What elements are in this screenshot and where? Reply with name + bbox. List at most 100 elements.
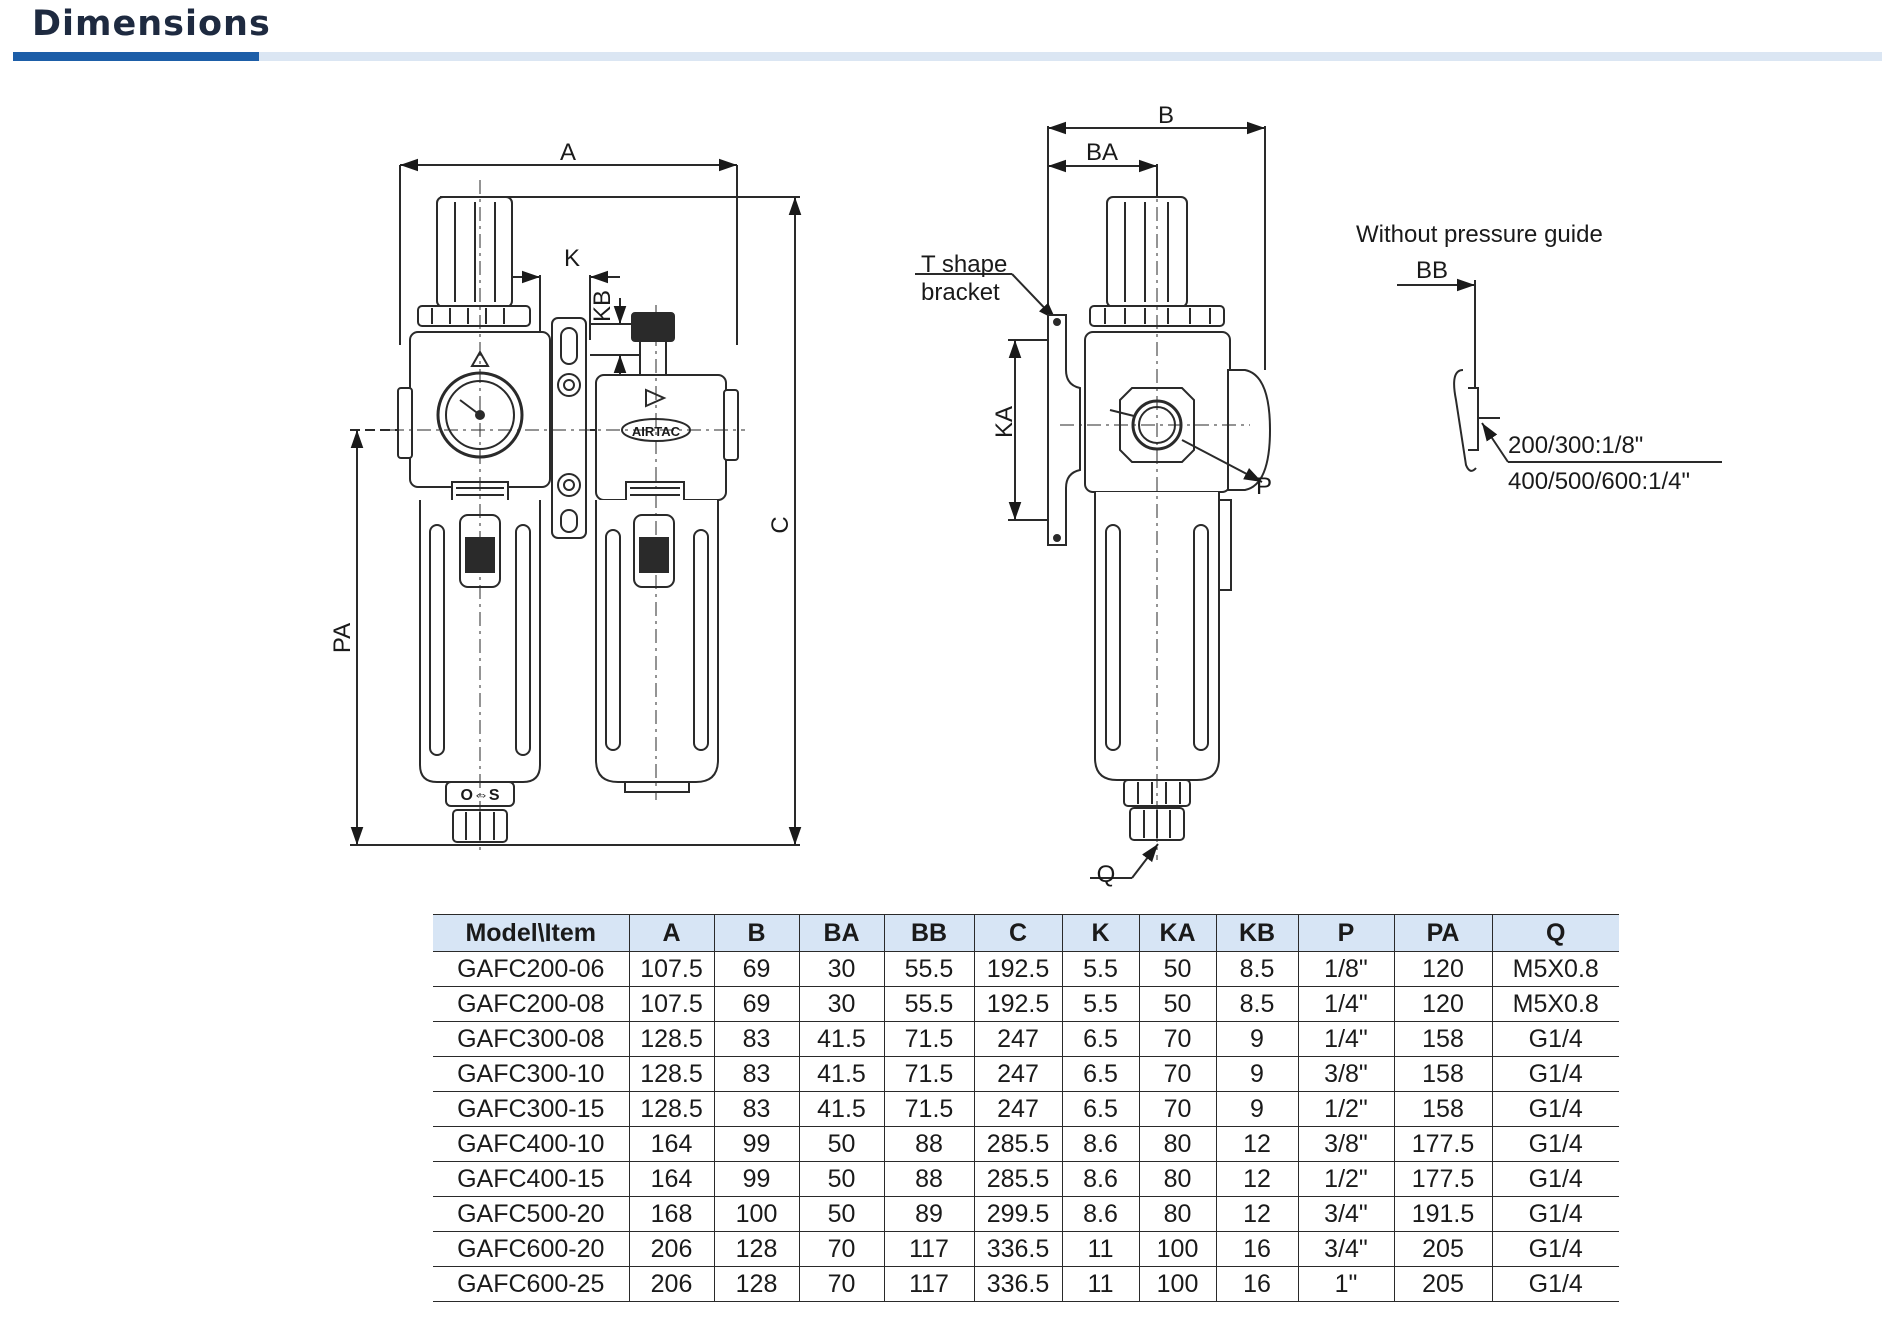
table-cell: 30 bbox=[798, 951, 885, 987]
dim-label-ka: KA bbox=[991, 406, 1018, 438]
detail-title: Without pressure guide bbox=[1356, 221, 1603, 248]
table-cell: 117 bbox=[883, 1231, 975, 1267]
column-header: BA bbox=[798, 914, 885, 952]
brand-logo: AIRTAC bbox=[632, 424, 681, 439]
table-cell: 3/4" bbox=[1297, 1196, 1395, 1232]
table-cell: M5X0.8 bbox=[1491, 986, 1619, 1022]
table-cell: 177.5 bbox=[1393, 1126, 1493, 1162]
table-cell: 205 bbox=[1393, 1231, 1493, 1267]
model-cell: GAFC400-10 bbox=[433, 1126, 630, 1162]
dim-label-bb: BB bbox=[1416, 257, 1448, 284]
without-pressure-guide-detail bbox=[1397, 278, 1722, 472]
table-cell: 70 bbox=[798, 1231, 885, 1267]
dim-label-q: Q bbox=[1097, 861, 1116, 888]
table-cell: 128.5 bbox=[628, 1091, 715, 1127]
column-header: Q bbox=[1491, 914, 1619, 952]
table-cell: 11 bbox=[1061, 1231, 1140, 1267]
column-header: KA bbox=[1138, 914, 1217, 952]
table-cell: 41.5 bbox=[798, 1091, 885, 1127]
bracket-label-line1: T shape bbox=[921, 251, 1007, 278]
table-cell: 8.5 bbox=[1215, 951, 1299, 987]
table-cell: 120 bbox=[1393, 951, 1493, 987]
table-cell: 71.5 bbox=[883, 1091, 975, 1127]
table-cell: 3/8" bbox=[1297, 1056, 1395, 1092]
table-cell: 50 bbox=[1138, 986, 1217, 1022]
dim-label-b: B bbox=[1158, 102, 1174, 129]
table-cell: 191.5 bbox=[1393, 1196, 1493, 1232]
table-cell: 55.5 bbox=[883, 986, 975, 1022]
drain-mode-label: O⇔S bbox=[460, 787, 499, 804]
table-cell: 12 bbox=[1215, 1196, 1299, 1232]
dim-label-ba: BA bbox=[1086, 139, 1118, 166]
table-cell: 8.5 bbox=[1215, 986, 1299, 1022]
dimension-drawing: A K KB C PA O⇔S AIRTAC B BA KA T shape b… bbox=[0, 70, 1882, 900]
table-cell: 88 bbox=[883, 1126, 975, 1162]
table-cell: 9 bbox=[1215, 1056, 1299, 1092]
table-cell: 70 bbox=[1138, 1056, 1217, 1092]
bracket-label-line2: bracket bbox=[921, 279, 1000, 306]
table-cell: 107.5 bbox=[628, 951, 715, 987]
table-cell: 55.5 bbox=[883, 951, 975, 987]
table-cell: 69 bbox=[713, 951, 800, 987]
table-cell: 158 bbox=[1393, 1056, 1493, 1092]
table-cell: 158 bbox=[1393, 1021, 1493, 1057]
table-cell: 6.5 bbox=[1061, 1056, 1140, 1092]
table-cell: 5.5 bbox=[1061, 986, 1140, 1022]
model-cell: GAFC500-20 bbox=[433, 1196, 630, 1232]
model-cell: GAFC200-08 bbox=[433, 986, 630, 1022]
column-header: A bbox=[628, 914, 715, 952]
table-cell: 168 bbox=[628, 1196, 715, 1232]
table-cell: 158 bbox=[1393, 1091, 1493, 1127]
table-cell: 285.5 bbox=[973, 1161, 1063, 1197]
table-cell: 247 bbox=[973, 1056, 1063, 1092]
table-cell: 8.6 bbox=[1061, 1161, 1140, 1197]
table-cell: G1/4 bbox=[1491, 1161, 1619, 1197]
table-cell: 71.5 bbox=[883, 1056, 975, 1092]
table-cell: 41.5 bbox=[798, 1021, 885, 1057]
table-cell: 247 bbox=[973, 1021, 1063, 1057]
table-cell: 192.5 bbox=[973, 986, 1063, 1022]
table-cell: 120 bbox=[1393, 986, 1493, 1022]
column-header: KB bbox=[1215, 914, 1299, 952]
table-cell: 285.5 bbox=[973, 1126, 1063, 1162]
table-cell: 69 bbox=[713, 986, 800, 1022]
dim-label-pa: PA bbox=[329, 623, 356, 653]
table-cell: 80 bbox=[1138, 1161, 1217, 1197]
dim-label-k: K bbox=[564, 245, 580, 272]
table-cell: 6.5 bbox=[1061, 1091, 1140, 1127]
title-underline-accent bbox=[13, 52, 259, 61]
table-cell: 177.5 bbox=[1393, 1161, 1493, 1197]
table-cell: 80 bbox=[1138, 1126, 1217, 1162]
dim-label-c: C bbox=[767, 516, 794, 533]
column-header: P bbox=[1297, 914, 1395, 952]
model-cell: GAFC200-06 bbox=[433, 951, 630, 987]
column-header: B bbox=[713, 914, 800, 952]
table-cell: 50 bbox=[798, 1196, 885, 1232]
model-cell: GAFC600-20 bbox=[433, 1231, 630, 1267]
dim-label-p: P bbox=[1256, 473, 1272, 500]
column-header: C bbox=[973, 914, 1063, 952]
table-cell: 6.5 bbox=[1061, 1021, 1140, 1057]
table-cell: 164 bbox=[628, 1126, 715, 1162]
column-header: Model\Item bbox=[433, 914, 630, 952]
table-cell: G1/4 bbox=[1491, 1021, 1619, 1057]
table-cell: 8.6 bbox=[1061, 1196, 1140, 1232]
table-cell: 83 bbox=[713, 1056, 800, 1092]
table-cell: 70 bbox=[1138, 1021, 1217, 1057]
table-cell: 206 bbox=[628, 1231, 715, 1267]
table-cell: 192.5 bbox=[973, 951, 1063, 987]
table-cell: 9 bbox=[1215, 1091, 1299, 1127]
table-cell: 41.5 bbox=[798, 1056, 885, 1092]
table-cell: 80 bbox=[1138, 1196, 1217, 1232]
table-cell: 9 bbox=[1215, 1021, 1299, 1057]
table-cell: G1/4 bbox=[1491, 1056, 1619, 1092]
table-cell: 83 bbox=[713, 1021, 800, 1057]
table-cell: 1/2" bbox=[1297, 1161, 1395, 1197]
table-cell: 164 bbox=[628, 1161, 715, 1197]
